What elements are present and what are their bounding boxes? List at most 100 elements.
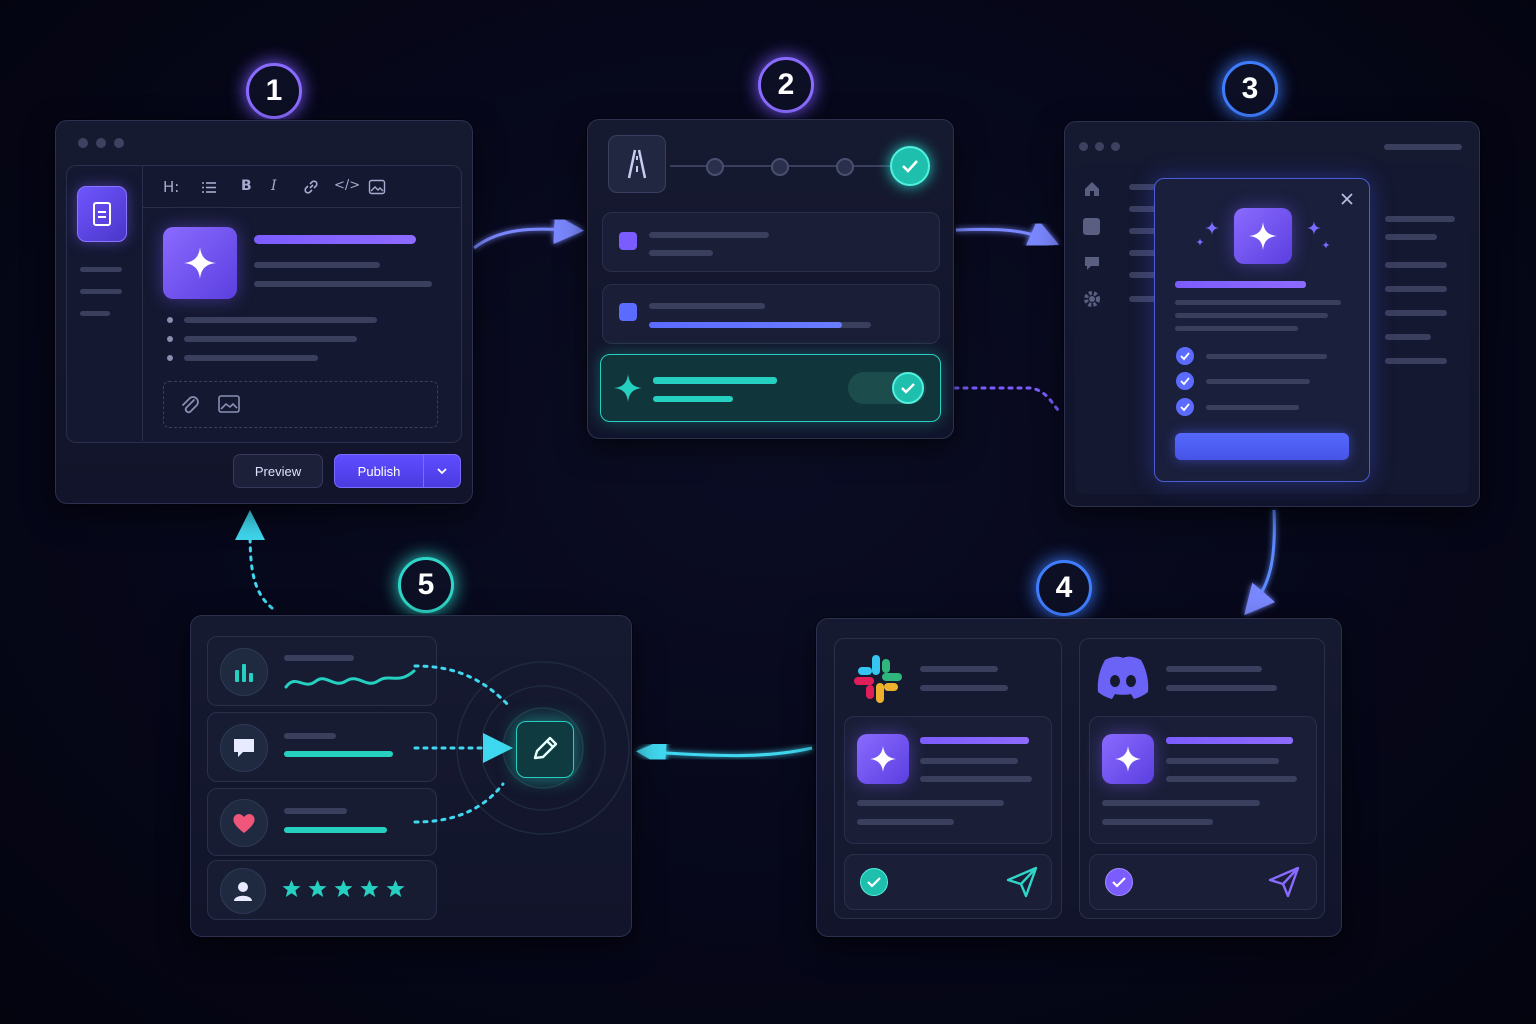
square-icon[interactable]	[1083, 218, 1100, 235]
title-line	[254, 235, 416, 244]
trend-wave	[284, 669, 416, 689]
dotted-2-to-3	[944, 386, 1060, 412]
paperclip-icon[interactable]	[179, 394, 201, 416]
feedback-item-analytics[interactable]	[207, 636, 437, 706]
send-icon[interactable]	[1006, 866, 1038, 898]
progress-fill	[649, 322, 842, 328]
star-icon[interactable]	[386, 879, 405, 898]
star-icon[interactable]	[360, 879, 379, 898]
review-item[interactable]	[602, 284, 940, 344]
star-icon[interactable]	[308, 879, 327, 898]
step-badge-5: 5	[398, 557, 454, 613]
feedback-item-rating[interactable]	[207, 860, 437, 920]
window-dot	[1111, 142, 1120, 151]
gear-icon[interactable]	[1082, 289, 1102, 309]
confirm-button[interactable]	[1175, 433, 1349, 460]
card-title-line	[920, 737, 1029, 744]
bg-line	[1129, 272, 1159, 278]
road-icon	[608, 135, 666, 193]
sparkle-tile	[163, 227, 237, 299]
send-icon[interactable]	[1268, 866, 1300, 898]
pencil-icon	[533, 736, 558, 760]
feedback-item-comment[interactable]	[207, 712, 437, 782]
home-icon[interactable]	[1083, 180, 1101, 198]
bullet	[167, 317, 173, 323]
editor-toolbar-divider	[143, 207, 460, 208]
sidebar-line	[80, 311, 110, 316]
checklist-line	[1206, 405, 1299, 410]
chat-icon[interactable]	[1083, 254, 1101, 272]
sidebar-line	[80, 267, 122, 272]
publish-modal	[1154, 178, 1370, 482]
chevron-down-icon	[437, 468, 447, 475]
sparkle-icon	[1322, 241, 1330, 249]
arrow-3-to-4	[1244, 509, 1276, 616]
sparkle-tile	[1102, 734, 1154, 784]
review-item[interactable]	[602, 212, 940, 272]
image-icon[interactable]	[218, 395, 240, 413]
dotted-5-to-1	[235, 510, 274, 610]
bold-icon[interactable]: B	[241, 178, 252, 194]
edit-node[interactable]	[516, 721, 574, 778]
star-icon[interactable]	[282, 879, 301, 898]
card-line	[920, 685, 1008, 691]
link-icon[interactable]	[303, 179, 319, 195]
sparkle-icon	[1249, 222, 1277, 250]
step-badge-1: 1	[246, 63, 302, 119]
sparkle-icon	[1205, 221, 1219, 235]
item-line	[649, 303, 765, 309]
close-icon[interactable]	[1341, 193, 1353, 205]
modal-title-line	[1175, 281, 1306, 288]
text-line	[254, 262, 380, 268]
code-icon[interactable]: </>	[334, 178, 361, 193]
item-line	[284, 655, 354, 661]
message-preview	[1089, 716, 1317, 844]
bullet-line	[184, 317, 377, 323]
publish-button[interactable]: Publish	[334, 454, 424, 488]
item-line	[284, 733, 336, 739]
card-line	[1166, 758, 1279, 764]
step-badge-2: 2	[758, 57, 814, 113]
check-icon	[1176, 398, 1194, 416]
star-icon[interactable]	[334, 879, 353, 898]
document-icon[interactable]	[77, 186, 127, 242]
card-title-line	[1166, 737, 1293, 744]
attachment-dropzone[interactable]	[163, 381, 438, 428]
card-line	[857, 800, 1004, 806]
bullet-line	[184, 336, 357, 342]
list-icon[interactable]	[202, 181, 216, 194]
review-window	[587, 119, 954, 439]
bullet	[167, 355, 173, 361]
editor-body	[66, 165, 462, 443]
publish-dropdown-button[interactable]	[423, 454, 461, 488]
card-line	[920, 758, 1018, 764]
editor-window: H: B I </> Preview Publish	[55, 120, 473, 504]
arrow-4-to-5	[636, 738, 813, 769]
image-icon[interactable]	[368, 179, 386, 195]
bg-line	[1385, 358, 1447, 364]
heading-icon[interactable]: H:	[163, 178, 180, 196]
feedback-item-heart[interactable]	[207, 788, 437, 856]
send-row	[844, 854, 1052, 910]
bg-line	[1129, 296, 1159, 302]
item-marker	[619, 303, 637, 321]
feedback-window	[190, 615, 632, 937]
toggle-switch[interactable]	[848, 372, 926, 404]
card-line	[857, 819, 954, 825]
sparkle-icon	[1307, 221, 1321, 235]
italic-icon[interactable]: I	[271, 178, 277, 194]
checklist-line	[1206, 354, 1327, 359]
check-icon	[892, 372, 924, 404]
modal-text-line	[1175, 300, 1341, 305]
item-marker	[619, 232, 637, 250]
card-line	[1102, 819, 1213, 825]
slack-icon	[854, 655, 902, 703]
review-item-active[interactable]	[600, 354, 941, 422]
stepper-node	[771, 158, 789, 176]
item-line	[284, 751, 393, 757]
window-dot	[1095, 142, 1104, 151]
star-rating[interactable]	[282, 879, 405, 901]
bg-line	[1129, 250, 1159, 256]
preview-button[interactable]: Preview	[233, 454, 323, 488]
